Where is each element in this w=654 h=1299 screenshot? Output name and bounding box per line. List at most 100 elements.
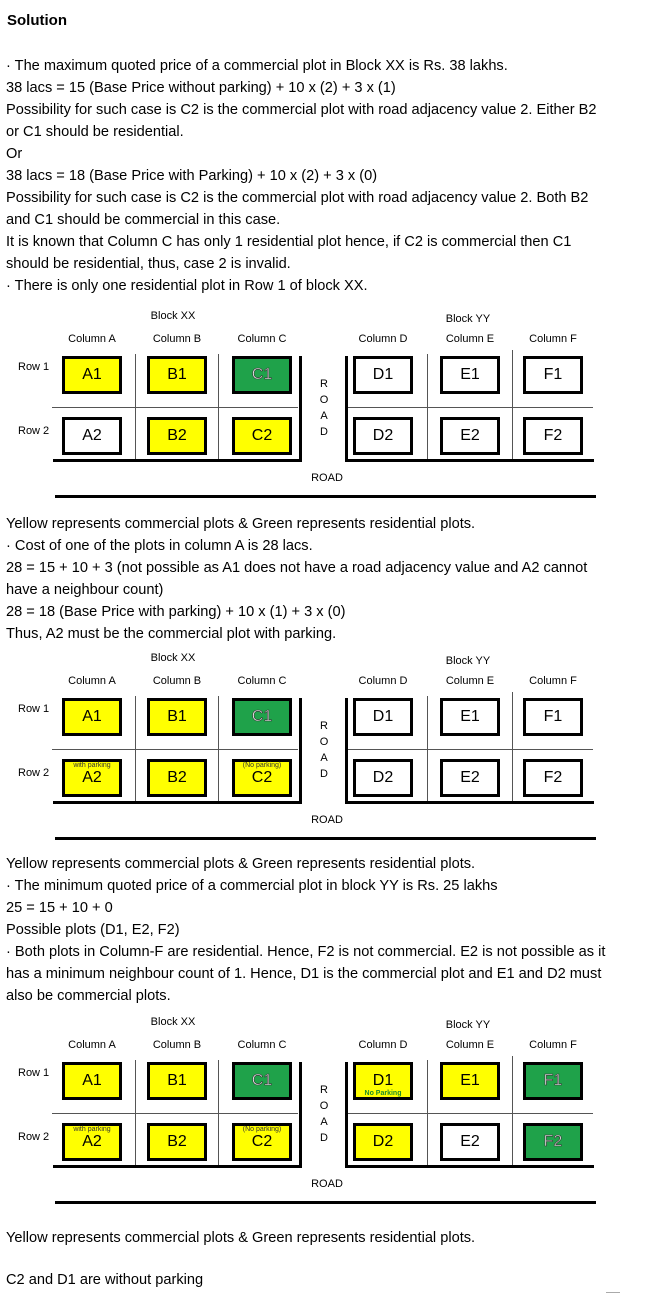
text-line: 38 lacs = 18 (Base Price with Parking) +… — [6, 168, 378, 184]
plot-a1: A1 — [62, 698, 122, 736]
grid-line — [218, 1060, 219, 1166]
block-xx-label: Block XX — [150, 1016, 196, 1028]
plot-c2: C2(No parking) — [232, 759, 292, 797]
plot-label: E2 — [460, 769, 480, 786]
plot-label: A2 — [82, 769, 102, 786]
road-letter: R — [320, 378, 328, 390]
text-section-1: · The maximum quoted price of a commerci… — [6, 55, 597, 297]
parking-note: with parking — [73, 762, 111, 769]
road-letter: R — [320, 1084, 328, 1096]
block-xx-label: Block XX — [150, 310, 196, 322]
plot-label: A2 — [82, 1133, 102, 1150]
plot-label: B1 — [167, 366, 187, 383]
plot-f1: F1 — [523, 1062, 583, 1100]
plot-label: B2 — [167, 769, 187, 786]
text-line: have a neighbour count) — [6, 582, 164, 598]
plot-a1: A1 — [62, 356, 122, 394]
text-line: · The maximum quoted price of a commerci… — [6, 58, 508, 74]
text-line: or C1 should be residential. — [6, 124, 184, 140]
column-label: Column C — [237, 333, 287, 345]
grid-line — [52, 1113, 298, 1114]
text-section-5: C2 and D1 are without parking — [6, 1269, 203, 1291]
plot-label: E2 — [460, 1133, 480, 1150]
column-label: Column A — [68, 675, 116, 687]
plot-label: A1 — [82, 1072, 102, 1089]
plot-label: F2 — [543, 1133, 563, 1151]
block-xx-edge — [299, 698, 302, 804]
grid-line — [52, 407, 298, 408]
text-line: 25 = 15 + 10 + 0 — [6, 900, 113, 916]
plot-label: F2 — [543, 427, 563, 444]
text-line: has a minimum neighbour count of 1. Henc… — [6, 966, 602, 982]
plot-label: E1 — [460, 1072, 480, 1089]
block-xx-edge — [53, 801, 302, 804]
plot-label: E1 — [460, 708, 480, 725]
row-label: Row 1 — [18, 1067, 50, 1079]
column-label: Column B — [152, 675, 202, 687]
plot-e2: E2 — [440, 759, 500, 797]
plot-c2: C2(No parking) — [232, 1123, 292, 1161]
grid-line — [512, 1056, 513, 1166]
plot-e2: E2 — [440, 1123, 500, 1161]
parking-note: No Parking — [364, 1090, 402, 1097]
plot-b1: B1 — [147, 698, 207, 736]
plot-label: D1 — [372, 1072, 394, 1089]
plot-a1: A1 — [62, 1062, 122, 1100]
text-line: 28 = 15 + 10 + 3 (not possible as A1 doe… — [6, 560, 588, 576]
grid-line — [347, 407, 593, 408]
text-line: 28 = 18 (Base Price with parking) + 10 x… — [6, 604, 346, 620]
row-label: Row 2 — [18, 425, 50, 437]
plot-d1: D1 — [353, 356, 413, 394]
plot-label: C1 — [251, 366, 273, 384]
road-letter: D — [320, 1132, 328, 1144]
column-label: Column C — [237, 1039, 287, 1051]
plot-label: C2 — [251, 769, 273, 786]
plot-b2: B2 — [147, 759, 207, 797]
column-label: Column C — [237, 675, 287, 687]
text-line: 38 lacs = 15 (Base Price without parking… — [6, 80, 396, 96]
plot-f1: F1 — [523, 356, 583, 394]
plot-d2: D2 — [353, 1123, 413, 1161]
text-line: · Both plots in Column-F are residential… — [6, 944, 606, 960]
text-section-2: Yellow represents commercial plots & Gre… — [6, 513, 587, 645]
road-label: ROAD — [311, 814, 343, 826]
block-xx-edge — [53, 1165, 302, 1168]
plot-d2: D2 — [353, 759, 413, 797]
plot-label: B1 — [167, 1072, 187, 1089]
block-xx-edge — [299, 356, 302, 462]
road-letter: O — [319, 394, 329, 406]
plot-label: B2 — [167, 427, 187, 444]
column-label: Column E — [445, 1039, 495, 1051]
text-line: Possible plots (D1, E2, F2) — [6, 922, 180, 938]
text-line: · There is only one residential plot in … — [6, 278, 368, 294]
block-yy-edge — [345, 356, 348, 462]
plot-e1: E1 — [440, 1062, 500, 1100]
plot-label: D2 — [372, 1133, 394, 1150]
text-line: C2 and D1 are without parking — [6, 1272, 204, 1288]
plot-b2: B2 — [147, 417, 207, 455]
plot-label: D1 — [372, 366, 394, 383]
parking-note: with parking — [73, 1126, 111, 1133]
column-label: Column F — [529, 1039, 577, 1051]
plot-c1: C1 — [232, 356, 292, 394]
grid-line — [427, 696, 428, 802]
plot-e1: E1 — [440, 356, 500, 394]
grid-line — [512, 350, 513, 460]
road-letter: D — [320, 768, 328, 780]
plot-b2: B2 — [147, 1123, 207, 1161]
row-label: Row 1 — [18, 361, 50, 373]
road-line — [55, 837, 596, 840]
plot-label: E1 — [460, 366, 480, 383]
plot-c2: C2 — [232, 417, 292, 455]
block-yy-label: Block YY — [445, 1019, 491, 1031]
text-line: should be residential, thus, case 2 is i… — [6, 256, 291, 272]
grid-line — [218, 354, 219, 460]
road-letter: D — [320, 426, 328, 438]
text-section-3: Yellow represents commercial plots & Gre… — [6, 853, 605, 1007]
